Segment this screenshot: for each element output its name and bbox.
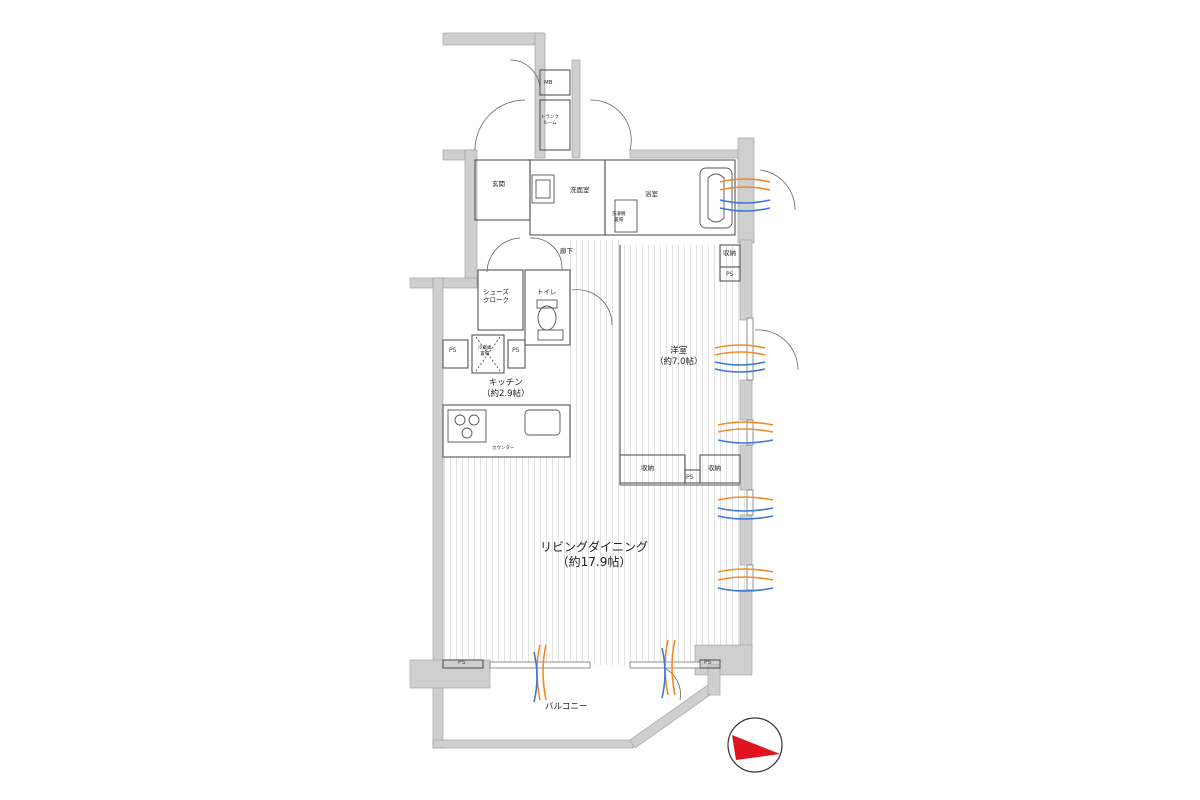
- ps-label: PS: [449, 347, 457, 354]
- bathroom-label: 浴室: [645, 190, 658, 198]
- fridge-space-label: 冷蔵庫置場: [478, 346, 492, 357]
- ps-label: PS: [704, 659, 712, 666]
- ps-label: PS: [686, 474, 694, 481]
- walls: [409, 32, 755, 749]
- shoe-closet-label: シューズクローク: [483, 288, 509, 305]
- storage-label-2: 収納: [641, 464, 654, 472]
- washer-space-label: 洗濯機置場: [612, 212, 626, 223]
- ps-label: PS: [726, 271, 734, 278]
- compass: [727, 717, 783, 773]
- washroom-label: 洗面室: [570, 186, 590, 194]
- storage-label-1: 収納: [723, 249, 736, 257]
- balcony-label: バルコニー: [545, 702, 588, 712]
- toilet-label: トイレ: [537, 288, 557, 296]
- ventilation-arrows: [533, 178, 774, 703]
- hallway-label: 廊下: [560, 247, 573, 255]
- mb-label: MB: [544, 80, 553, 86]
- partitions: [442, 69, 741, 669]
- western-room-label: 洋室（約7.0帖）: [655, 346, 703, 367]
- counter-label: カウンター: [492, 446, 515, 451]
- fixtures: [447, 167, 733, 443]
- floor-pattern: [443, 240, 746, 665]
- entrance-label: 玄関: [492, 180, 505, 188]
- kitchen-label: キッチン（約2.9帖）: [482, 378, 530, 399]
- living-dining-label: リビングダイニング（約17.9帖）: [540, 540, 649, 569]
- trunk-room-label: トランクルーム: [541, 115, 559, 126]
- ps-label: PS: [512, 347, 520, 354]
- doors: [474, 59, 799, 701]
- ps-label: PS: [458, 659, 466, 666]
- storage-label-3: 収納: [708, 464, 721, 472]
